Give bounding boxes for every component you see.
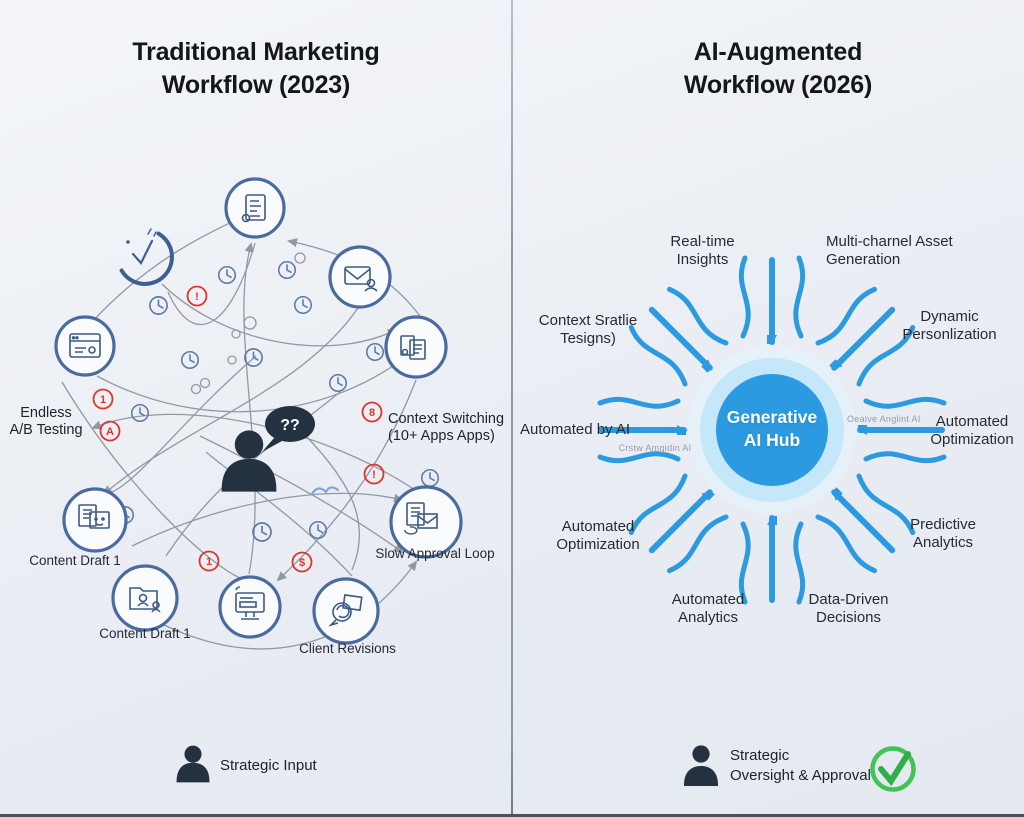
ai-hub-diagram [512,0,1024,792]
label-automated-optimization-right: Automated Optimization [930,413,1014,448]
label-automated-analytics: Automated Analytics [671,591,745,626]
panel-divider [511,0,513,817]
label-client-revisions: Client Revisions [299,641,396,656]
alert-badge-icon: 1 [198,550,220,572]
label-content-strategy: Context Sratlie Tesigns) [538,312,638,347]
chat-revision-icon [312,577,380,645]
label-slow-approval-loop: Slow Approval Loop [375,546,495,561]
person-silhouette-icon [176,745,210,783]
label-endless-ab-testing: Endless A/B Testing [9,405,83,439]
workflow-nodes [54,177,463,645]
alert-badge-icon: 8 [361,401,383,423]
right-footer-label: Strategic Oversight & Approval [730,747,871,785]
alert-badge-icon: A [99,420,121,442]
alert-badge-icon: ! [186,285,208,307]
svg-text:1: 1 [100,394,106,406]
alert-badges: ! 1 A 8 ! 1 $ [92,285,385,573]
label-real-time-insights: Real-time Insights [670,233,735,268]
kanban-desktop-icon [218,575,282,639]
person-silhouette-icon [221,430,277,492]
gauge-clock-icon [119,228,174,286]
alert-badge-icon: ! [363,463,385,485]
alert-badge-icon: 1 [92,388,114,410]
documents-icon [384,315,448,379]
label-content-draft-1b: Content Draft 1 [99,626,191,641]
generative-ai-hub [688,346,856,514]
right-panel-title: AI-Augmented Workflow (2026) [683,38,873,99]
label-predictive-analytics: Predictive Analytics [910,516,976,551]
folder-user-icon [111,564,179,632]
right-footer-icons [684,745,916,792]
label-context-switching: Context Switching (10+ Apps Apps) [388,411,505,445]
svg-text:!: ! [372,469,376,481]
label-multi-channel-asset-generation: Multi-charnel Asset Generation [826,233,953,268]
svg-text:1: 1 [206,556,212,568]
email-person-icon [328,245,392,309]
label-data-driven-decisions: Data-Driven Decisions [808,591,889,626]
hub-label: Generative AI Hub [726,407,818,450]
left-footer-label: Strategic Input [220,757,317,774]
label-automated-by-ai: Automated by AI [520,421,631,438]
overwhelmed-person: ?? [221,406,315,492]
svg-text:$: $ [299,557,305,569]
speech-bubble-icon: ?? [262,406,315,452]
person-silhouette-icon [684,745,718,786]
traditional-workflow-diagram: ! 1 A 8 ! 1 $ [54,177,463,783]
svg-text:!: ! [195,291,199,303]
content-pages-icon [62,487,128,553]
inward-arrow-icon [741,518,802,602]
alert-badge-icon: $ [291,551,313,573]
speech-bubble-text: ?? [280,417,300,434]
approval-mail-icon [389,485,463,559]
label-content-draft-1: Content Draft 1 [29,553,121,568]
browser-window-icon [54,315,116,377]
scribble-doodle-icon [310,486,340,496]
label-faint-caption-left: Crstw Amgidin AI [618,443,692,453]
svg-text:8: 8 [369,407,375,419]
check-circle-icon [870,746,916,792]
document-checklist-icon [224,177,286,239]
inward-arrow-icon [741,258,802,342]
label-dynamic-personalization: Dynamic Personlization [902,308,997,343]
svg-text:A: A [106,426,114,438]
bottom-edge-bar [0,814,1024,817]
label-faint-caption-right: Oealve Anglint AI [847,414,921,424]
label-automated-optimization-left: Automated Optimization [556,518,640,553]
left-panel-title: Traditional Marketing Workflow (2023) [132,38,380,99]
